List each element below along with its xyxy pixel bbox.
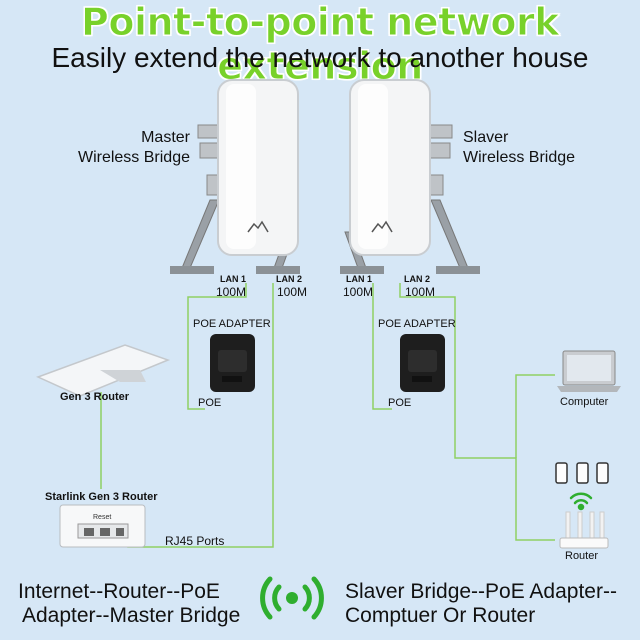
master-bridge-device [217,79,299,256]
slaver-lan1-label: LAN 1 [346,274,373,284]
slaver-label-line1: Slaver [463,129,509,146]
footer-left: Internet--Router--PoE Adapter--Master Br… [18,580,258,628]
router-device [559,511,609,549]
footer-right-line1: Slaver Bridge--PoE Adapter-- [345,580,617,603]
footer-left-line2: Adapter--Master Bridge [22,604,241,627]
master-poe-label: POE [198,397,222,409]
slaver-lan1-wire [372,283,392,410]
slaver-poe-adapter-label: POE ADAPTER [378,318,456,330]
starlink-router-device [59,504,146,548]
master-poe-adapter-label: POE ADAPTER [193,318,271,330]
master-lan1-speed: 100M [216,285,247,299]
master-lan1-wire [187,283,247,410]
slaver-lan1-speed: 100M [343,285,374,299]
slaver-label-line2: Wireless Bridge [463,149,576,166]
wireless-signal-icon [260,576,324,620]
master-label-line1: Master [141,129,190,146]
slaver-poe-label: POE [388,397,412,409]
master-poe-adapter [210,334,255,392]
connection-lines [100,283,555,548]
master-lan2-speed: 100M [277,285,308,299]
slaver-poe-adapter [400,334,445,392]
slaver-bridge-device [349,79,431,256]
master-label-line2: Wireless Bridge [77,149,190,166]
slaver-lan2-speed: 100M [405,285,436,299]
footer-right: Slaver Bridge--PoE Adapter-- Comptuer Or… [345,580,635,628]
reset-label: Reset [93,514,112,521]
computer-label: Computer [560,396,609,408]
page-title: Point-to-point network extension [80,0,560,89]
footer-right-line2: Comptuer Or Router [345,604,536,627]
footer-left-line1: Internet--Router--PoE [18,580,220,603]
master-bridge-label: Master Wireless Bridge [70,128,190,168]
slaver-bridge-label: Slaver Wireless Bridge [463,128,603,168]
starlink-router-label: Starlink Gen 3 Router [45,491,158,503]
router-wifi-icon [569,492,593,511]
phone-devices [555,462,609,484]
master-lan2-label: LAN 2 [276,274,303,284]
laptop-device [557,350,621,392]
slaver-lan2-router-wire [399,283,555,541]
starlink-dish [36,344,171,397]
rj45-ports-label: RJ45 Ports [165,534,225,548]
slaver-lan2-computer-wire [515,374,555,458]
gen3-router-label: Gen 3 Router [60,391,130,403]
master-lan1-label: LAN 1 [220,274,247,284]
router-label: Router [565,550,599,562]
page-subtitle: Easily extend the network to another hou… [51,42,589,73]
slaver-bridge-mount [340,124,480,274]
slaver-lan2-label: LAN 2 [404,274,431,284]
